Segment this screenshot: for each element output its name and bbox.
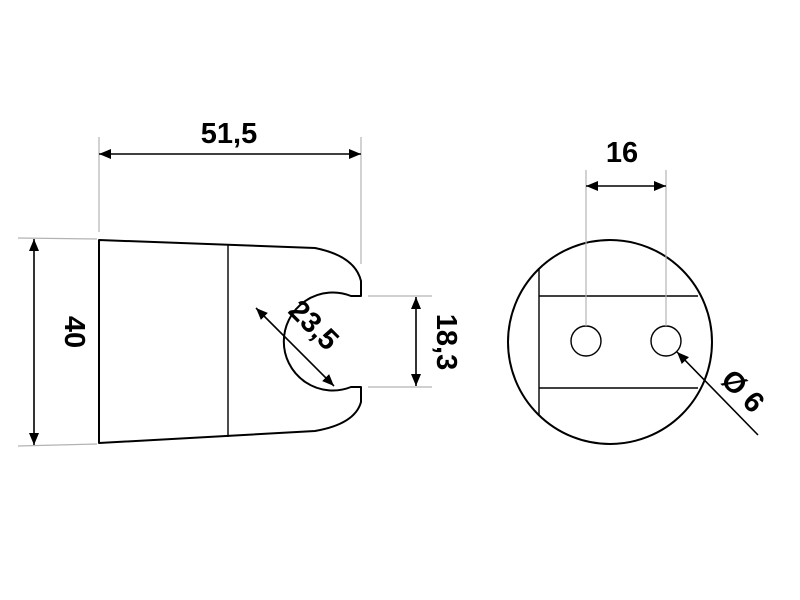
dimension-height: 40 (29, 239, 90, 445)
inner-diameter-dimension-line (255, 307, 335, 387)
dimension-width: 51,5 (99, 118, 361, 159)
height-label: 40 (58, 316, 90, 348)
mounting-hole-left (570, 325, 602, 357)
dimension-hole-spacing: 16 (586, 137, 666, 191)
height-ext-top (17, 237, 98, 240)
hole-spacing-label: 16 (606, 137, 638, 169)
hole-diameter-leader (676, 351, 759, 436)
dimension-hole-diameter: Ø 6 (676, 351, 771, 436)
front-extension-lines (585, 170, 667, 326)
front-view (507, 239, 713, 445)
height-ext-bottom (17, 443, 98, 447)
hole-diameter-label: Ø 6 (715, 364, 771, 420)
base-plate-circle (507, 239, 713, 445)
dimension-inner-diameter: 23,5 (255, 294, 345, 387)
width-label: 51,5 (201, 118, 257, 150)
side-extension-lines (17, 137, 432, 447)
opening-label: 18,3 (430, 314, 462, 370)
mounting-hole-right (650, 325, 682, 357)
inner-diameter-label: 23,5 (282, 294, 345, 357)
dimension-opening: 18,3 (411, 297, 462, 386)
